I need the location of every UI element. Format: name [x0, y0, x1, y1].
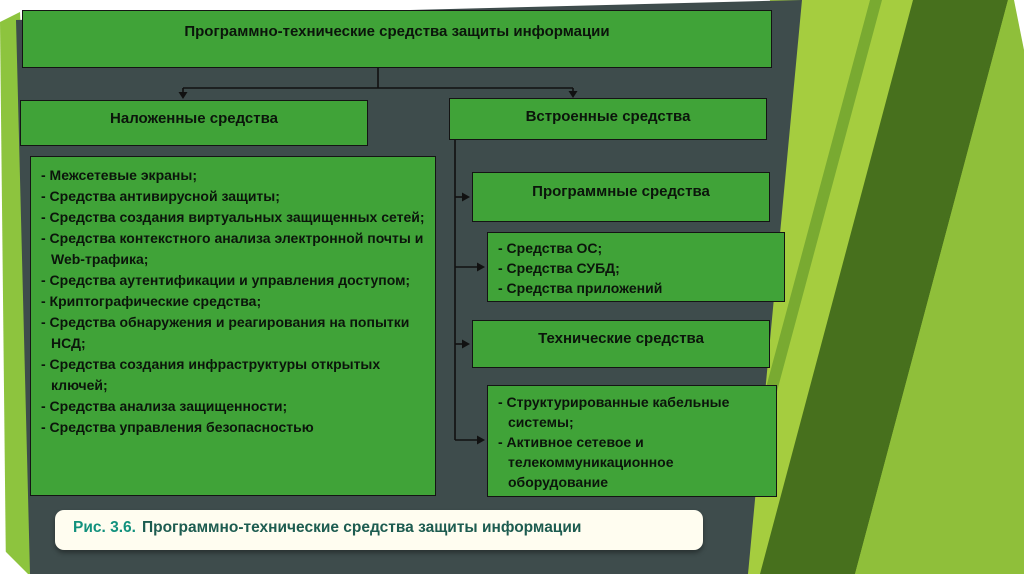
- list-item: - Межсетевые экраны;: [41, 167, 197, 183]
- technical-items-box: - Структурированные кабельные системы; -…: [487, 385, 777, 497]
- list-item: - Средства обнаружения и реагирования на…: [41, 314, 410, 351]
- caption-text: Программно-технические средства защиты и…: [141, 519, 582, 536]
- list-item: - Средства антивирусной защиты;: [41, 188, 280, 204]
- node-technical-title: Технические средства: [472, 320, 770, 368]
- node-builtin-title: Встроенные средства: [449, 98, 767, 140]
- list-item: - Средства приложений: [498, 280, 663, 296]
- list-item: - Средства СУБД;: [498, 260, 620, 276]
- node-software-title: Программные средства: [472, 172, 770, 222]
- list-item: - Активное сетевое и телекоммуникационно…: [498, 434, 674, 490]
- software-items-box: - Средства ОС; - Средства СУБД; - Средст…: [487, 232, 785, 302]
- list-item: - Средства ОС;: [498, 240, 603, 256]
- list-item: - Средства создания виртуальных защищенн…: [41, 209, 425, 225]
- node-overlay-title: Наложенные средства: [20, 100, 368, 146]
- list-item: - Средства анализа защищенности;: [41, 398, 288, 414]
- caption-label: Рис. 3.6.: [73, 519, 136, 536]
- figure-caption: Рис. 3.6. Программно-технические средства…: [55, 510, 703, 550]
- list-item: - Средства создания инфраструктуры откры…: [41, 356, 381, 393]
- overlay-items-box: - Межсетевые экраны; - Средства антивиру…: [30, 156, 436, 496]
- list-item: - Средства контекстного анализа электрон…: [41, 230, 424, 267]
- list-item: - Структурированные кабельные системы;: [498, 394, 730, 430]
- list-item: - Средства управления безопасностью: [41, 419, 314, 435]
- list-item: - Средства аутентификации и управления д…: [41, 272, 411, 288]
- node-root: Программно-технические средства защиты и…: [22, 10, 772, 68]
- list-item: - Криптографические средства;: [41, 293, 262, 309]
